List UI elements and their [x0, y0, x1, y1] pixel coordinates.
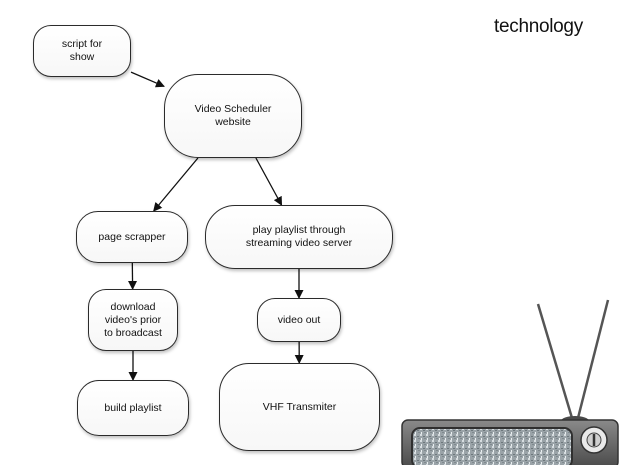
arrow-scheduler-to-scrapper: [153, 157, 199, 212]
node-script-for-show: script for show: [33, 25, 131, 77]
arrow-script-to-scheduler: [130, 71, 165, 88]
television-icon: [401, 299, 619, 465]
node-label: script for show: [61, 38, 103, 63]
node-page-scrapper: page scrapper: [76, 211, 188, 263]
node-label: play playlist through streaming video se…: [245, 224, 353, 249]
node-label: video out: [277, 313, 321, 326]
node-label: download video's prior to broadcast: [104, 300, 162, 339]
node-label: VHF Transmiter: [262, 400, 337, 413]
node-label: page scrapper: [98, 230, 166, 243]
node-video-scheduler-website: Video Scheduler website: [164, 74, 302, 158]
node-build-playlist: build playlist: [77, 380, 189, 436]
arrow-scheduler-to-stream: [255, 157, 283, 206]
node-label: build playlist: [104, 401, 162, 414]
node-vhf-transmiter: VHF Transmiter: [219, 363, 380, 451]
node-video-out: video out: [257, 298, 341, 342]
node-download-videos: download video's prior to broadcast: [88, 289, 178, 351]
node-label: Video Scheduler website: [194, 103, 272, 128]
node-streaming-server: play playlist through streaming video se…: [205, 205, 393, 269]
slide-title: technology: [494, 16, 583, 37]
